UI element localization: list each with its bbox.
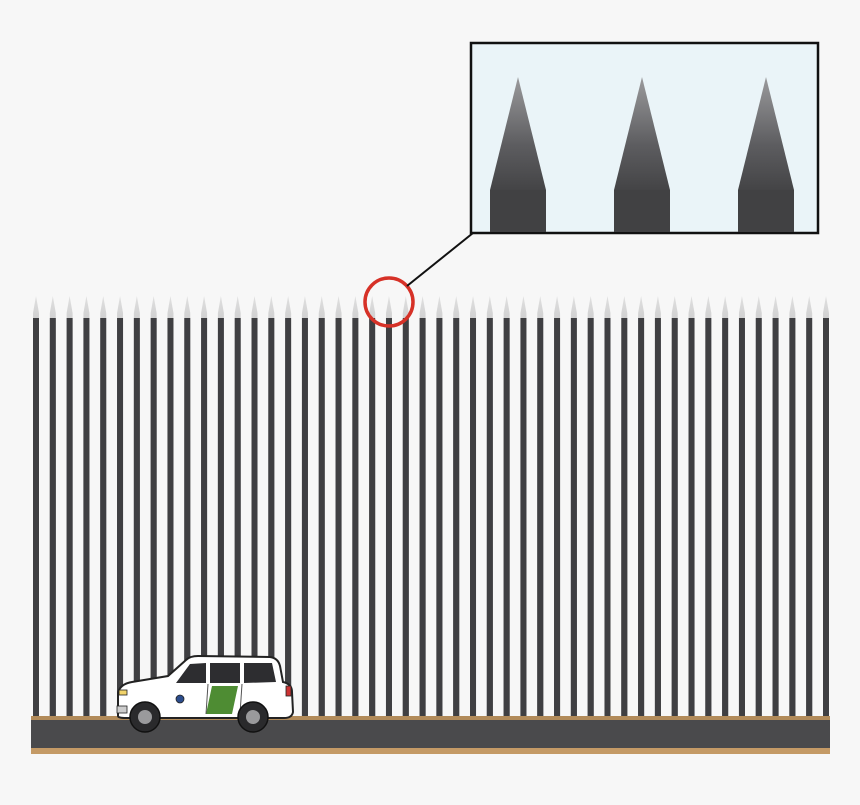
wall-bollard-shaft [587,318,594,718]
vehicle-bumper [116,705,128,714]
wall-bollard-shaft [823,318,829,718]
wall-bollard-shaft [570,318,577,718]
wall-bollard-shaft [671,318,678,718]
wall-bollard-shaft [251,318,258,718]
vehicle-window-middle [210,663,240,683]
wall-bollard-shaft [268,318,275,718]
wall-bollard-shaft [453,318,460,718]
wall-bollard-shaft [554,318,561,718]
road-top-edge [31,716,830,720]
wall-bollard-shaft [33,318,39,718]
wall-bollard-shaft [402,318,409,718]
spike-shaft [738,190,794,232]
wall-bollard-shaft [201,318,208,718]
wall-bollard-shaft [537,318,544,718]
wall-bollard-shaft [486,318,493,718]
wall-bollard-shaft [100,318,107,718]
wall-bollard-shaft [419,318,426,718]
callout-spikes [490,77,794,232]
spike-tip [490,77,546,190]
wall-bollard-shaft [133,318,140,718]
zoom-circle-icon [363,276,415,328]
wall-bollard-shaft [654,318,661,718]
wall-bollard-shaft [436,318,443,718]
spike-detail-callout [469,41,820,235]
wall-bollard-shaft [301,318,308,718]
vehicle-hub-rear [246,710,260,724]
vehicle-door-emblem [175,694,185,704]
vehicle-window-front [176,663,206,683]
wall-bollard-shaft [335,318,342,718]
vehicle-door-line [205,683,209,715]
wall-bollard-shaft [167,318,174,718]
road-surface [31,720,830,748]
vehicle-taillight [285,685,292,697]
vehicle-headlight [118,689,128,696]
wall-bollard-shaft [234,318,241,718]
spike-tip [738,77,794,190]
wall-bollard-shaft [604,318,611,718]
wall-bollard-shaft [722,318,729,718]
vehicle-hub-front [138,710,152,724]
wall-bollard-shaft [755,318,762,718]
wall-bollard-shaft [688,318,695,718]
wall-bollard-shaft [184,318,191,718]
wall-bollard-shaft [66,318,73,718]
wall-bollard-shaft [806,318,813,718]
callout-connector-line [406,232,474,287]
wall-bollard-shaft [285,318,292,718]
wall-bollard-shaft [705,318,712,718]
vehicle-green-stripe [206,686,238,714]
wall-bollards [33,296,829,718]
wall-bollard-shaft [470,318,477,718]
wall-bollard-shaft [83,318,90,718]
wall-bollard-shaft [789,318,796,718]
wall-bollard-shaft [352,318,359,718]
spike-shaft [614,190,670,232]
wall-bollard-shaft [738,318,745,718]
wall-bollard-shaft [150,318,157,718]
wall-bollard-shaft [638,318,645,718]
vehicle-window-rear [244,663,276,683]
road [31,716,830,754]
wall-bollard-shaft [385,318,392,718]
spike-tip [614,77,670,190]
wall-bollard-shaft [117,318,124,718]
border-patrol-suv-icon [116,654,295,733]
wall-bollard-shaft [49,318,56,718]
wall-bollard-shaft [520,318,527,718]
wall-bollard-shaft [318,318,325,718]
wall-bollard-shaft [369,318,376,718]
wall-bollard-shaft [503,318,510,718]
wall-bollard-shaft [217,318,224,718]
wall-bollard-shaft [621,318,628,718]
road-bottom-edge [31,748,830,754]
spike-shaft [490,190,546,232]
wall-bollard-shaft [772,318,779,718]
